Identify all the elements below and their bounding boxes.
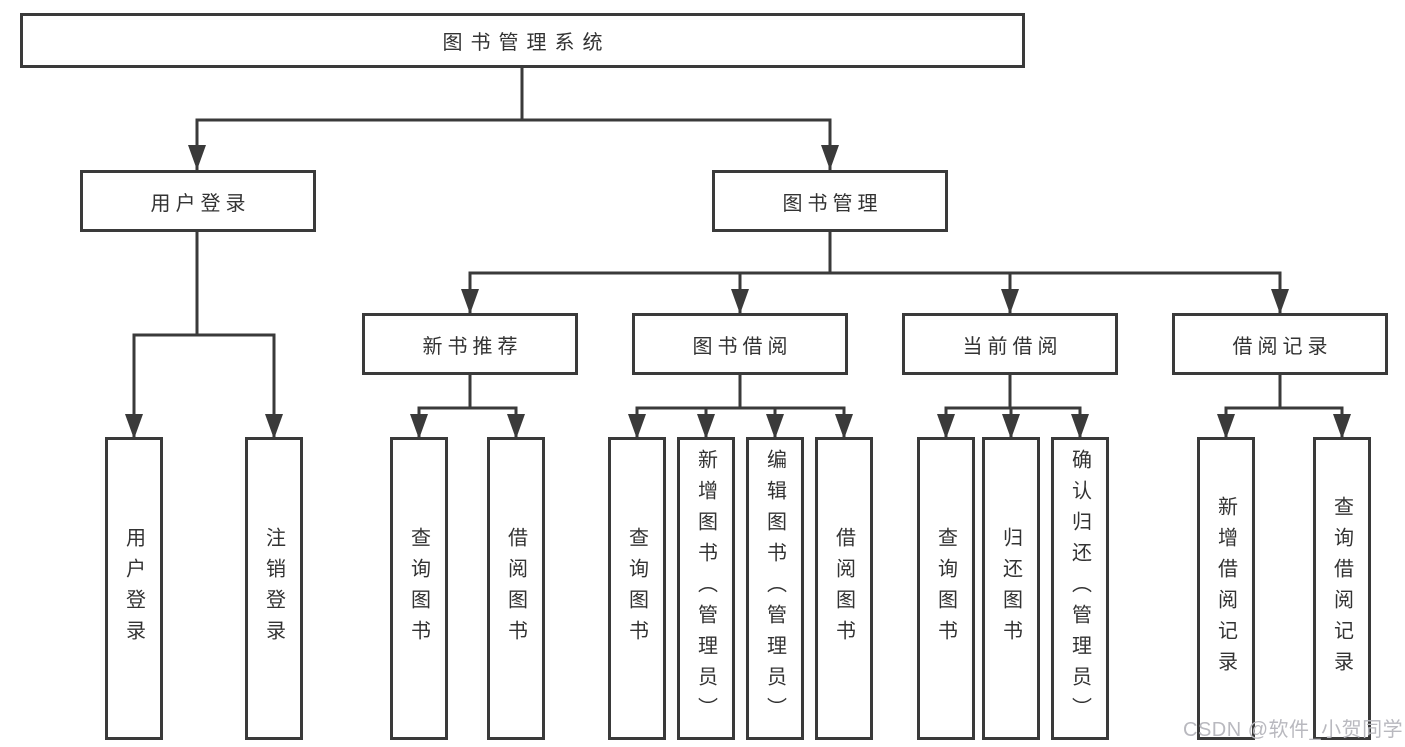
arrow-down-icon	[410, 414, 428, 439]
connector-lines	[132, 68, 1344, 439]
leaf-user-login-label: 用户登录	[122, 526, 145, 651]
node-current-borrowing: 当前借阅	[902, 313, 1118, 375]
node-borrowing-records-label: 借阅记录	[1232, 335, 1333, 358]
arrow-down-icon	[697, 414, 715, 439]
leaf-records-query-record: 查询借阅记录	[1313, 437, 1371, 740]
leaf-current-query-books: 查询图书	[917, 437, 975, 740]
node-current-borrowing-label: 当前借阅	[962, 335, 1063, 358]
leaf-borrowing-query-books: 查询图书	[608, 437, 666, 740]
arrow-down-icon	[821, 145, 839, 170]
leaf-borrowing-borrow-books-label: 借阅图书	[832, 526, 855, 651]
leaf-logout-label: 注销登录	[262, 526, 285, 651]
leaf-logout: 注销登录	[245, 437, 303, 740]
arrow-down-icon	[731, 289, 749, 314]
leaf-records-add-record: 新增借阅记录	[1197, 437, 1255, 740]
connector-borrowing-records-branch	[1224, 375, 1344, 439]
arrow-down-icon	[628, 414, 646, 439]
node-user-login: 用户登录	[80, 170, 316, 232]
node-new-book-recommend-label: 新书推荐	[422, 335, 523, 358]
leaf-records-add-record-label: 新增借阅记录	[1214, 495, 1237, 682]
node-borrowing-records: 借阅记录	[1172, 313, 1388, 375]
node-root: 图书管理系统	[20, 13, 1025, 68]
leaf-recommend-borrow-books-label: 借阅图书	[504, 526, 527, 651]
node-new-book-recommend: 新书推荐	[362, 313, 578, 375]
node-book-borrowing: 图书借阅	[632, 313, 848, 375]
node-book-management-label: 图书管理	[782, 192, 883, 215]
arrow-down-icon	[1002, 414, 1020, 439]
leaf-current-return-books-label: 归还图书	[999, 526, 1022, 651]
connector-user-login-branch	[132, 232, 276, 439]
leaf-borrowing-add-books-label: 新增图书（管理员）	[694, 449, 717, 728]
leaf-borrowing-borrow-books: 借阅图书	[815, 437, 873, 740]
leaf-current-confirm-return: 确认归还（管理员）	[1051, 437, 1109, 740]
arrowheads	[125, 145, 1351, 439]
arrow-down-icon	[1271, 289, 1289, 314]
leaf-current-return-books: 归还图书	[982, 437, 1040, 740]
connector-book-borrowing-branch	[635, 375, 846, 439]
watermark: CSDN @软件_小贺同学	[1183, 719, 1404, 741]
arrow-down-icon	[835, 414, 853, 439]
leaf-borrowing-edit-books-label: 编辑图书（管理员）	[763, 449, 786, 728]
leaf-borrowing-query-books-label: 查询图书	[625, 526, 648, 651]
leaf-current-query-books-label: 查询图书	[934, 526, 957, 651]
node-book-borrowing-label: 图书借阅	[692, 335, 793, 358]
leaf-borrowing-add-books: 新增图书（管理员）	[677, 437, 735, 740]
arrow-down-icon	[265, 414, 283, 439]
arrow-down-icon	[1333, 414, 1351, 439]
arrow-down-icon	[507, 414, 525, 439]
arrow-down-icon	[766, 414, 784, 439]
arrow-down-icon	[1217, 414, 1235, 439]
arrow-down-icon	[1071, 414, 1089, 439]
leaf-recommend-query-books-label: 查询图书	[407, 526, 430, 651]
arrow-down-icon	[125, 414, 143, 439]
node-book-management: 图书管理	[712, 170, 948, 232]
arrow-down-icon	[188, 145, 206, 170]
leaf-records-query-record-label: 查询借阅记录	[1330, 495, 1353, 682]
node-user-login-label: 用户登录	[150, 192, 251, 215]
connector-root-to-level1	[195, 68, 832, 170]
leaf-borrowing-edit-books: 编辑图书（管理员）	[746, 437, 804, 740]
arrow-down-icon	[461, 289, 479, 314]
node-root-label: 图书管理系统	[442, 32, 611, 54]
connector-book-management-branch	[468, 232, 1282, 314]
leaf-recommend-query-books: 查询图书	[390, 437, 448, 740]
leaf-recommend-borrow-books: 借阅图书	[487, 437, 545, 740]
arrow-down-icon	[937, 414, 955, 439]
leaf-current-confirm-return-label: 确认归还（管理员）	[1068, 449, 1091, 728]
arrow-down-icon	[1001, 289, 1019, 314]
connector-new-book-recommend-branch	[417, 375, 518, 439]
leaf-user-login: 用户登录	[105, 437, 163, 740]
